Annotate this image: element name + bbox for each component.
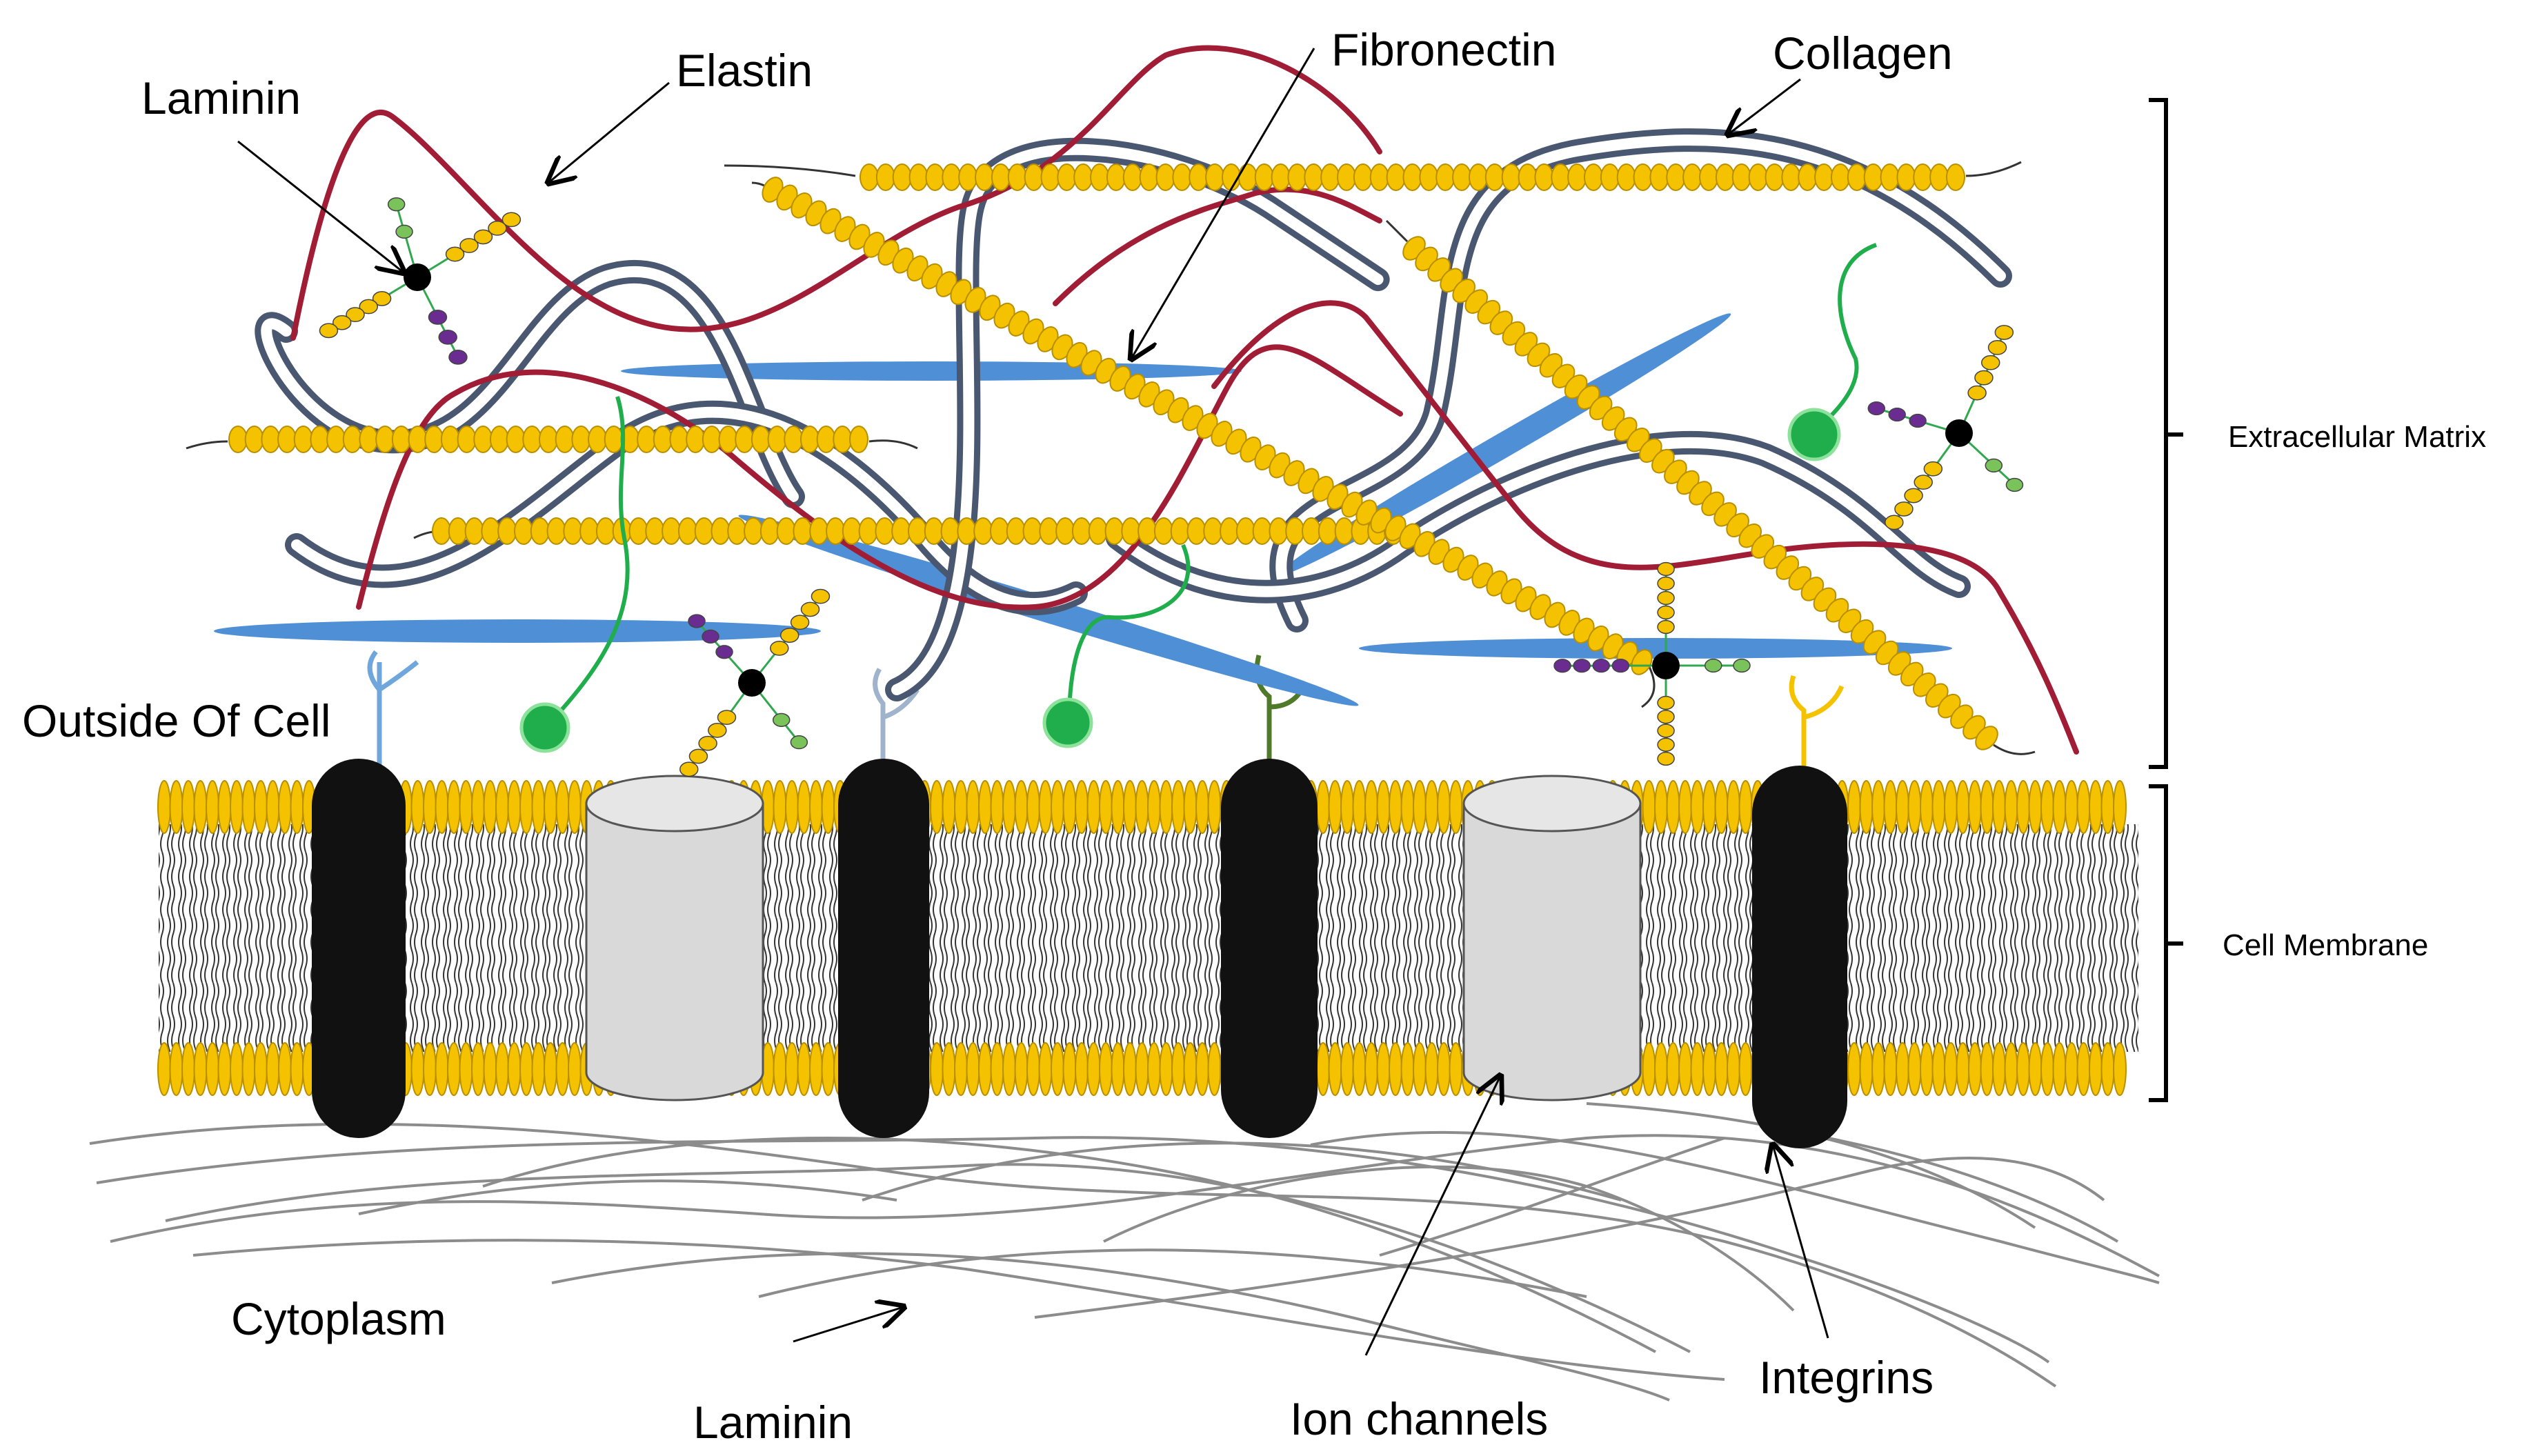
- proteoglycan-2: [1042, 543, 1191, 748]
- glycoprotein-1: [621, 361, 1242, 381]
- arrow-fibronectin: [1131, 48, 1315, 359]
- laminin-molecule-1: [319, 197, 521, 365]
- arrow-laminin-bottom: [793, 1307, 904, 1343]
- arrow-collagen: [1728, 78, 1801, 134]
- fibronectin-chain-4: [751, 177, 1656, 708]
- glycoprotein-4: [1276, 313, 1731, 577]
- collagen-fibers: [255, 128, 2012, 701]
- cytoskeleton-filament-3: [110, 1134, 2160, 1277]
- label-laminin-bottom: Laminin: [693, 1397, 853, 1448]
- label-integrins: Integrins: [1759, 1352, 1934, 1403]
- cytoskeleton-filament-16: [1103, 1165, 1795, 1312]
- bracket-extracellular-matrix: [2149, 98, 2183, 769]
- laminin-molecule-3: [1867, 325, 2024, 530]
- cytoskeleton-filament-8: [758, 1248, 1587, 1298]
- label-laminin-top: Laminin: [141, 72, 301, 123]
- label-fibronectin: Fibronectin: [1331, 24, 1557, 75]
- ion-channel-1: [585, 775, 764, 1101]
- fibronectin-chain-3: [724, 161, 2022, 191]
- cytoskeleton-filament-11: [1310, 1130, 2160, 1284]
- label-elastin: Elastin: [676, 45, 813, 96]
- label-collagen: Collagen: [1773, 28, 1953, 79]
- fibronectin-bead-chains: [186, 161, 2036, 755]
- fibronectin-chain-1: [186, 426, 918, 453]
- fibronectin-chain-2: [413, 517, 1422, 545]
- cytoskeleton-filament-6: [482, 1137, 1656, 1353]
- laminin-molecule-2: [679, 588, 831, 777]
- proteoglycan-3: [1787, 243, 1878, 461]
- cytoskeleton-filament-4: [165, 1163, 1691, 1353]
- arrow-ion-channels: [1364, 1076, 1500, 1356]
- cytoskeleton-filament-13: [1827, 1137, 2119, 1243]
- arrow-laminin-top: [237, 140, 404, 272]
- laminin-molecule-4: [1553, 561, 1751, 766]
- arrow-elastin: [548, 81, 670, 183]
- integrin-3: [1221, 655, 1318, 1138]
- glycoprotein-5: [1359, 638, 1952, 659]
- integrin-4: [1752, 675, 1847, 1148]
- cytoskeleton-filament-10: [1034, 1157, 2105, 1319]
- cytoskeleton-filaments: [89, 1102, 2160, 1402]
- cytoskeleton-filament-1: [89, 1122, 2057, 1388]
- elastin-fibers: [290, 45, 2079, 755]
- leader-arrows: [237, 48, 1829, 1356]
- arrow-integrins: [1773, 1145, 1829, 1339]
- ion-channel-2: [1462, 775, 1642, 1101]
- label-cytoplasm: Cytoplasm: [231, 1293, 446, 1344]
- cytoskeleton-filament-9: [862, 1141, 1622, 1201]
- bracket-cell-membrane: [2149, 784, 2183, 1102]
- integrin-1: [312, 650, 419, 1138]
- laminin-cross-molecules: [319, 197, 2024, 777]
- glycoprotein-2: [214, 619, 821, 643]
- cytoskeleton-filament-12: [1586, 1102, 2036, 1229]
- label-ion-channels: Ion channels: [1290, 1393, 1548, 1444]
- cytoskeleton-filament-14: [1379, 1137, 1725, 1257]
- integrin-2: [838, 668, 929, 1138]
- cytoskeleton-filament-15: [358, 1179, 897, 1215]
- label-extracellular-matrix: Extracellular Matrix: [2228, 420, 2486, 454]
- fibronectin-chain-5: [1385, 219, 2036, 755]
- label-cell-membrane: Cell Membrane: [2223, 928, 2428, 962]
- label-outside-of-cell: Outside Of Cell: [22, 695, 331, 746]
- proteoglycan-1: [519, 396, 630, 753]
- cytoskeleton-filament-7: [551, 1252, 1670, 1402]
